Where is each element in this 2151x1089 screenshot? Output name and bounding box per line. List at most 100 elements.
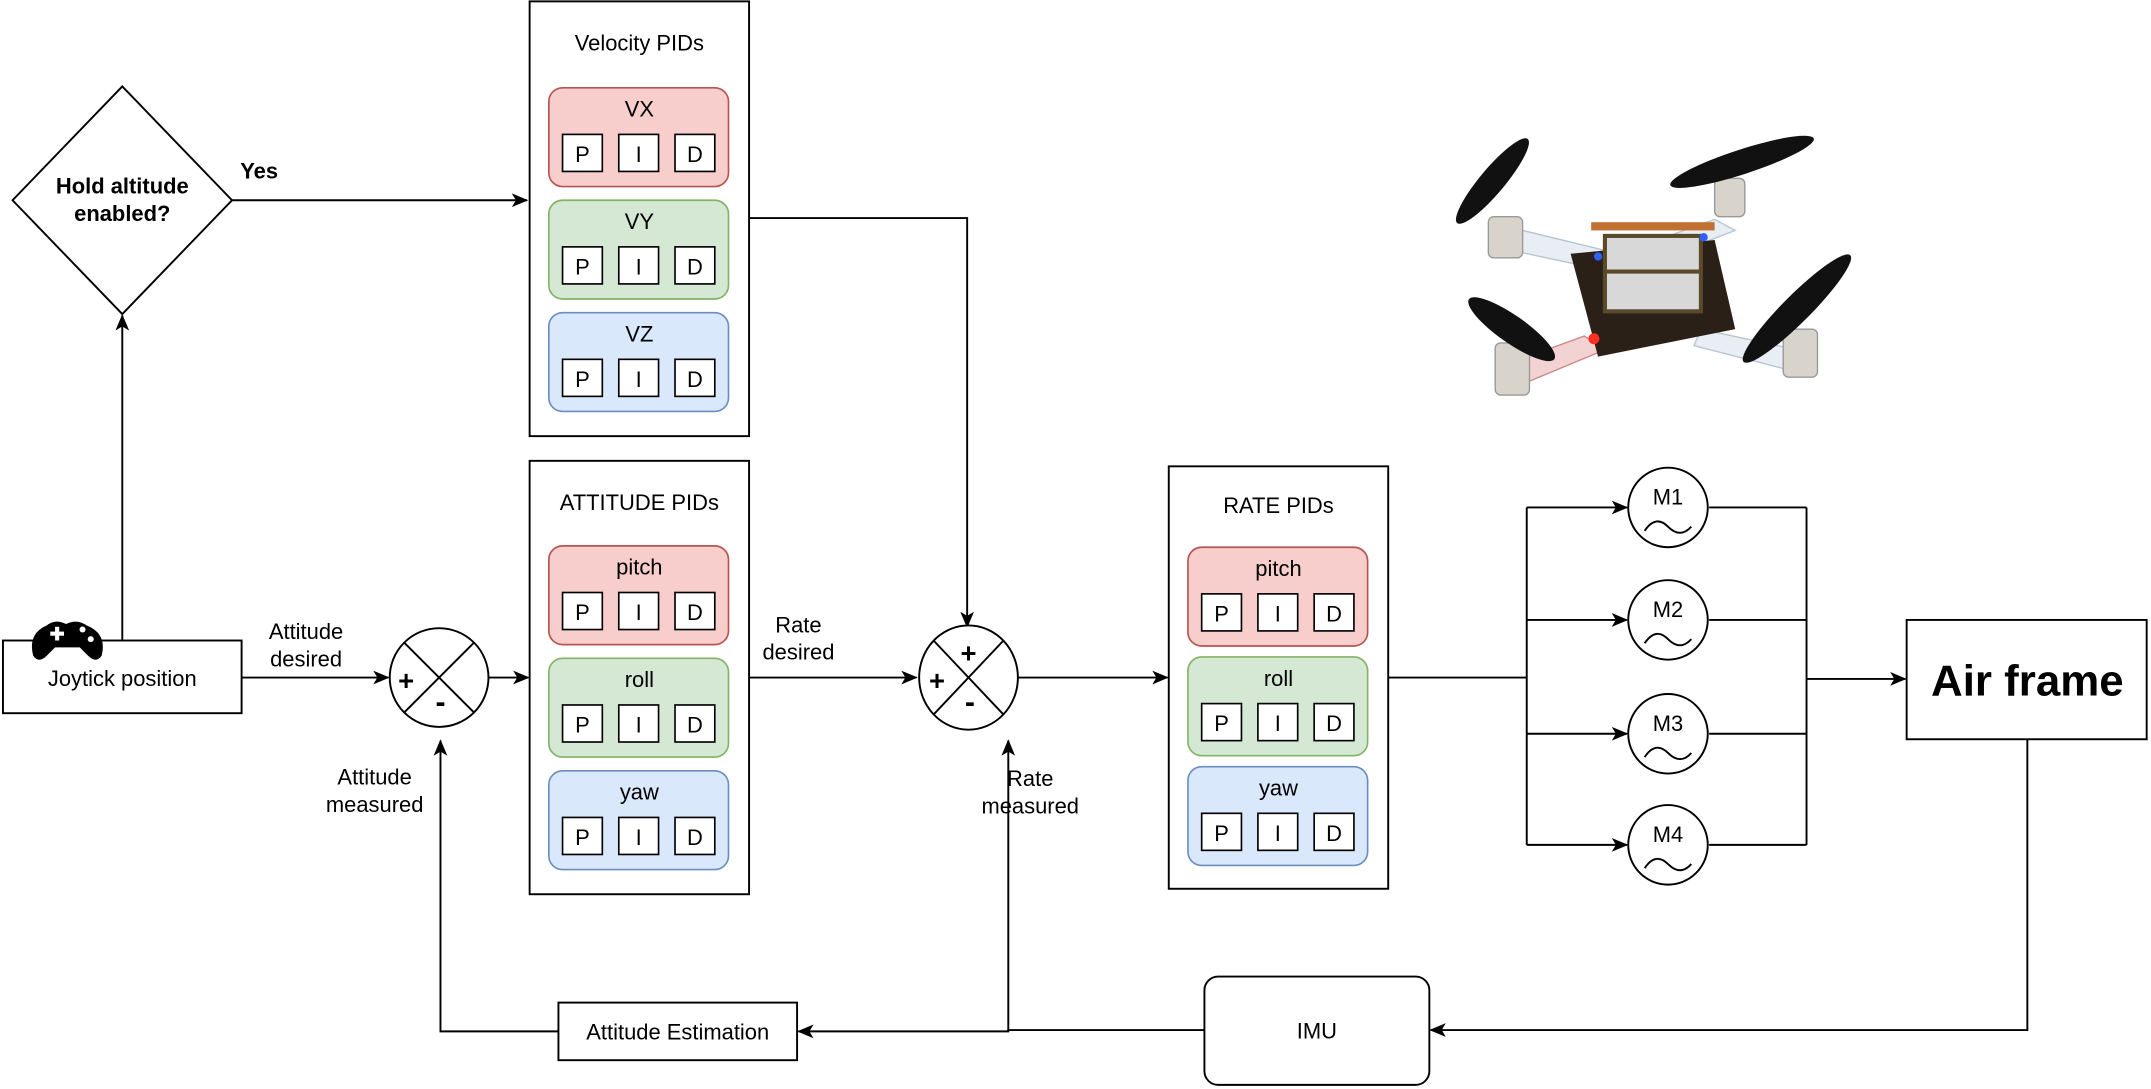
air-frame-label: Air frame bbox=[1931, 656, 2124, 705]
yes-label: Yes bbox=[240, 158, 278, 183]
hold-altitude-decision: Hold altitude enabled? bbox=[11, 85, 234, 316]
imu-node: IMU bbox=[1203, 975, 1431, 1086]
pid-term-i-label: I bbox=[1275, 711, 1281, 736]
pid-term-p-box[interactable] bbox=[561, 133, 604, 173]
motor-m4: M4 bbox=[1526, 804, 1807, 886]
ac-wave-icon bbox=[1643, 520, 1693, 534]
pid-term-i-label: I bbox=[636, 600, 642, 625]
attitude-desired-label-1: Attitude bbox=[269, 619, 343, 644]
rate-desired-label-1: Rate bbox=[775, 612, 821, 637]
rate-desired-label-2: desired bbox=[762, 640, 834, 665]
pid-term-p-label: P bbox=[575, 142, 590, 167]
pid-term-i-box[interactable] bbox=[617, 704, 660, 743]
pid-term-i-box[interactable] bbox=[617, 816, 660, 856]
rate-measured-label-1: Rate bbox=[1007, 766, 1053, 791]
rate-pids-title: RATE PIDs bbox=[1223, 493, 1334, 518]
pid-term-d-box[interactable] bbox=[674, 246, 716, 285]
pid-term-d-label: D bbox=[687, 254, 703, 279]
attitude-estimation-label: Attitude Estimation bbox=[586, 1020, 769, 1045]
pid-term-d-label: D bbox=[687, 825, 703, 850]
pid-group-label: VX bbox=[625, 97, 655, 122]
pid-term-p-label: P bbox=[1214, 601, 1229, 626]
pid-term-i-label: I bbox=[636, 142, 642, 167]
pid-term-p-label: P bbox=[575, 600, 590, 625]
pid-term-i-label: I bbox=[636, 825, 642, 850]
pid-group-label: VY bbox=[625, 209, 655, 234]
pid-group-label: VZ bbox=[625, 322, 653, 347]
pid-term-d-box[interactable] bbox=[674, 591, 716, 631]
pid-term-i-box[interactable] bbox=[617, 591, 660, 631]
motor-label: M1 bbox=[1653, 485, 1683, 510]
pid-term-d-label: D bbox=[687, 142, 703, 167]
pid-term-d-box[interactable] bbox=[674, 816, 716, 856]
pid-term-d-box[interactable] bbox=[674, 704, 716, 743]
imu-to-attitude-estimation-arrow bbox=[797, 1024, 1205, 1039]
pid-term-d-label: D bbox=[1326, 711, 1342, 736]
pid-term-d-box[interactable] bbox=[1313, 812, 1355, 852]
pid-term-i-box[interactable] bbox=[617, 133, 660, 173]
pid-term-i-box[interactable] bbox=[617, 358, 660, 398]
pid-group-vx: VX P I D bbox=[548, 86, 730, 188]
ac-wave-icon bbox=[1643, 746, 1693, 761]
motor-label: M4 bbox=[1653, 822, 1683, 847]
pid-term-p-box[interactable] bbox=[561, 591, 604, 631]
velocity-to-rate-summer-arrow bbox=[749, 217, 975, 629]
imu-label: IMU bbox=[1297, 1018, 1337, 1043]
pid-term-p-box[interactable] bbox=[1200, 593, 1243, 632]
decision-label-line1: Hold altitude bbox=[56, 173, 189, 198]
pid-term-i-label: I bbox=[636, 367, 642, 392]
motor-m2: M2 bbox=[1526, 579, 1807, 661]
attitude-measured-label-1: Attitude bbox=[337, 765, 411, 790]
pid-term-d-box[interactable] bbox=[674, 133, 716, 173]
pid-term-i-box[interactable] bbox=[617, 246, 660, 285]
motor-m1: M1 bbox=[1526, 466, 1807, 549]
pid-group-label: yaw bbox=[620, 780, 659, 805]
pid-term-p-box[interactable] bbox=[561, 246, 604, 285]
pid-term-i-box[interactable] bbox=[1257, 702, 1299, 742]
pid-term-i-label: I bbox=[1275, 601, 1281, 626]
pid-term-p-label: P bbox=[575, 825, 590, 850]
attitude-summing-junction: + - bbox=[388, 627, 490, 728]
gamepad-icon bbox=[31, 621, 103, 660]
pid-term-d-label: D bbox=[687, 367, 703, 392]
pid-term-d-label: D bbox=[687, 600, 703, 625]
attitude-desired-label-2: desired bbox=[270, 647, 342, 672]
pid-term-i-label: I bbox=[636, 712, 642, 737]
pid-term-d-box[interactable] bbox=[1313, 702, 1355, 742]
motor-label: M2 bbox=[1653, 597, 1683, 622]
pid-term-p-box[interactable] bbox=[561, 816, 604, 856]
pid-term-p-box[interactable] bbox=[1200, 812, 1243, 852]
pid-term-p-label: P bbox=[575, 254, 590, 279]
attitude-summer-minus: - bbox=[435, 686, 445, 719]
joystick-label: Joytick position bbox=[48, 666, 197, 691]
pid-term-d-label: D bbox=[687, 712, 703, 737]
motor-label: M3 bbox=[1653, 711, 1683, 736]
pid-term-i-box[interactable] bbox=[1257, 593, 1299, 632]
ac-wave-icon bbox=[1643, 857, 1693, 872]
pid-term-d-box[interactable] bbox=[674, 358, 716, 398]
pid-term-p-label: P bbox=[575, 712, 590, 737]
rate-summer-plus-left: + bbox=[929, 665, 945, 696]
pid-term-p-label: P bbox=[575, 367, 590, 392]
pid-term-p-label: P bbox=[1214, 711, 1229, 736]
pid-term-p-box[interactable] bbox=[561, 704, 604, 743]
ac-wave-icon bbox=[1643, 632, 1693, 647]
pid-term-d-label: D bbox=[1326, 601, 1342, 626]
drone-image bbox=[1455, 135, 1852, 396]
attitude-measured-arrow bbox=[433, 739, 559, 1033]
pid-group-label: roll bbox=[625, 667, 654, 692]
air-frame-node: Air frame bbox=[1905, 618, 2148, 741]
pid-term-i-box[interactable] bbox=[1257, 812, 1299, 852]
pid-term-p-box[interactable] bbox=[561, 358, 604, 398]
pid-term-p-box[interactable] bbox=[1200, 702, 1243, 742]
pid-group-vz: VZ P I D bbox=[548, 311, 730, 413]
motor-m3: M3 bbox=[1526, 693, 1807, 775]
pid-term-d-box[interactable] bbox=[1313, 593, 1355, 632]
